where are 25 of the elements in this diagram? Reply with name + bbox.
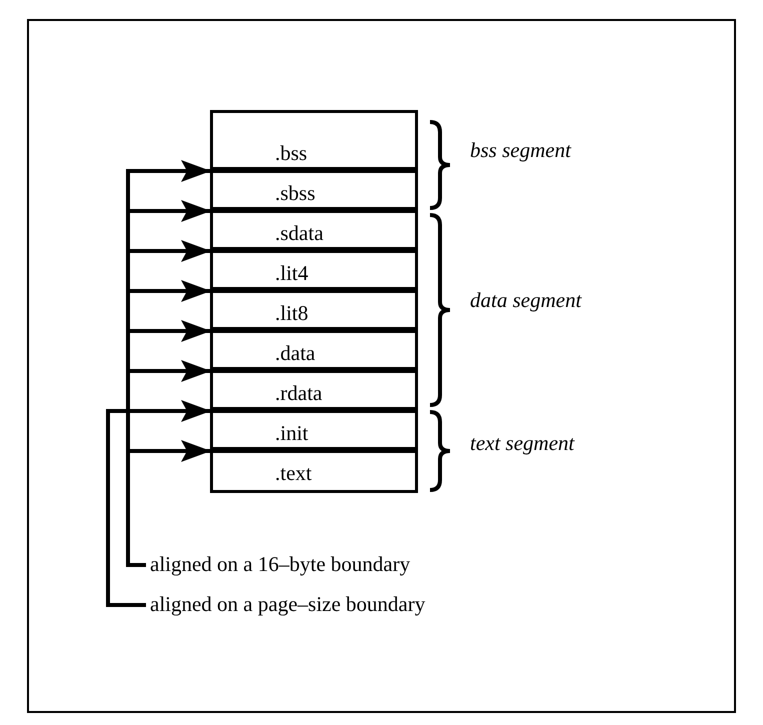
arrow — [126, 440, 211, 567]
alignment-note: aligned on a 16–byte boundary — [150, 554, 410, 575]
section-name: .init — [275, 423, 308, 444]
section-box — [210, 447, 418, 493]
section-name: .data — [275, 343, 316, 364]
section-name: .text — [275, 463, 312, 484]
alignment-note: aligned on a page–size boundary — [150, 594, 426, 615]
section-box — [210, 287, 418, 333]
section-name: .sbss — [275, 183, 316, 204]
section-box — [210, 207, 418, 253]
segment-label: data segment — [470, 290, 582, 311]
segment-label: bss segment — [470, 140, 571, 161]
section-box — [210, 327, 418, 373]
section-box — [210, 407, 418, 453]
section-box — [210, 367, 418, 413]
section-box — [210, 247, 418, 293]
section-name: .rdata — [275, 383, 322, 404]
section-box — [210, 110, 418, 173]
section-name: .lit4 — [275, 263, 308, 284]
arrow — [106, 400, 211, 607]
segment-label: text segment — [470, 433, 574, 454]
section-name: .sdata — [275, 223, 324, 244]
section-name: .bss — [275, 143, 308, 164]
section-box — [210, 167, 418, 213]
section-name: .lit8 — [275, 303, 308, 324]
